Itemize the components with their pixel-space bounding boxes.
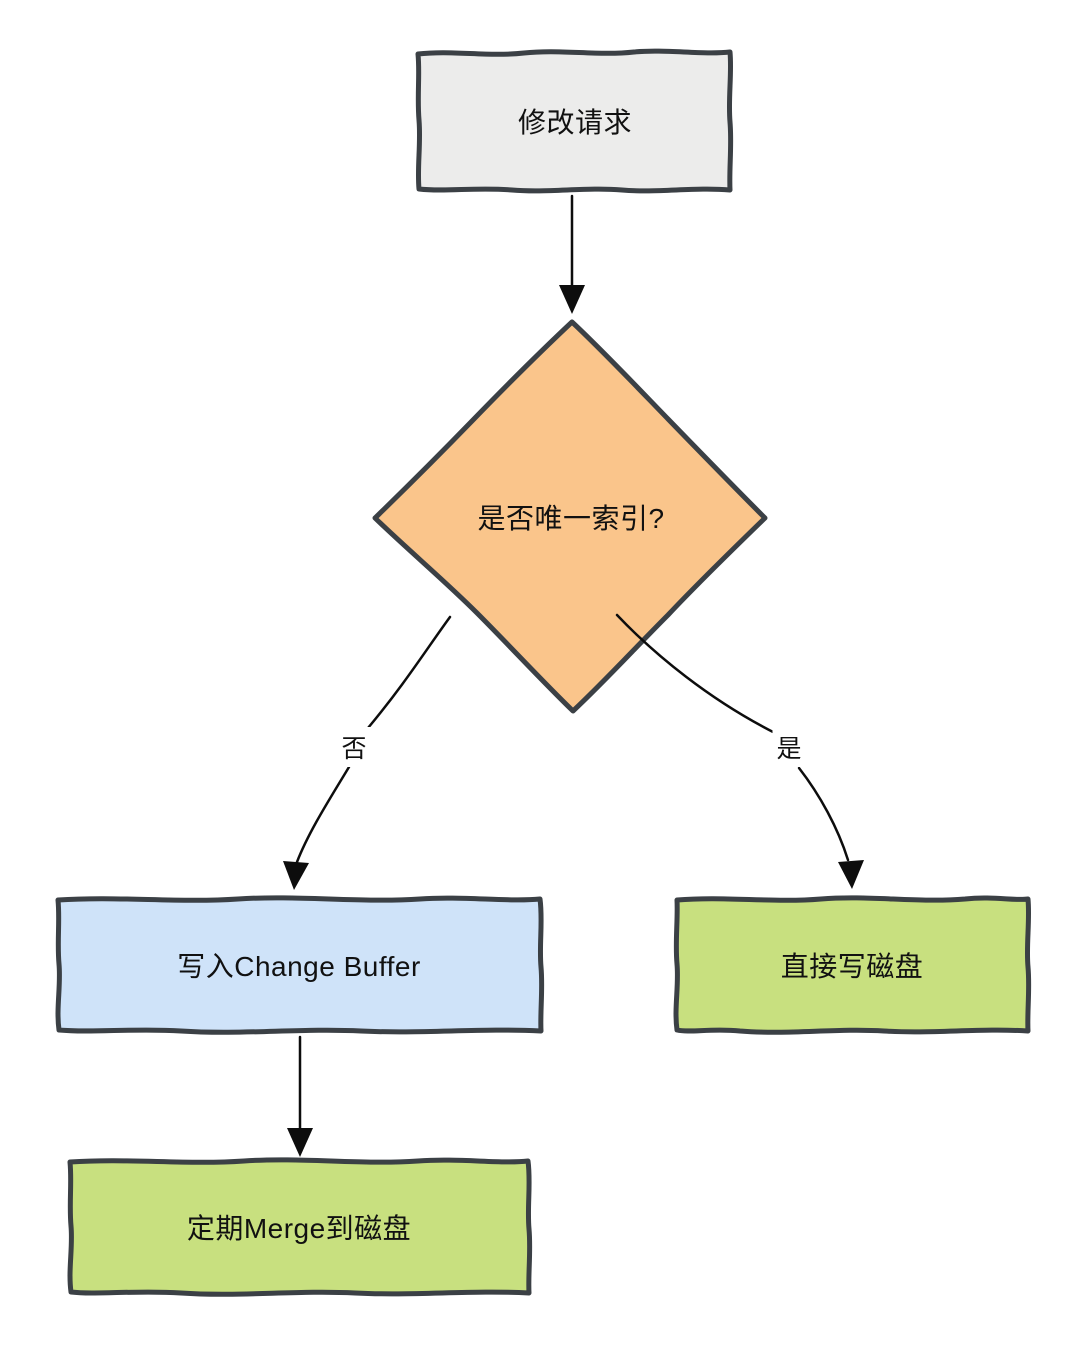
decision-node-shape: [372, 319, 768, 714]
merge-disk-node-shape: [67, 1157, 533, 1297]
arrow-start-to-decision: [559, 194, 585, 314]
arrow-change-buffer-to-merge-disk: [287, 1035, 313, 1157]
arrow-decision-to-change-buffer: [283, 615, 452, 890]
change-buffer-node-shape: [55, 895, 545, 1035]
start-node-shape: [415, 48, 734, 194]
direct-disk-node-shape: [673, 895, 1032, 1035]
arrow-decision-to-direct-disk: [615, 613, 864, 889]
